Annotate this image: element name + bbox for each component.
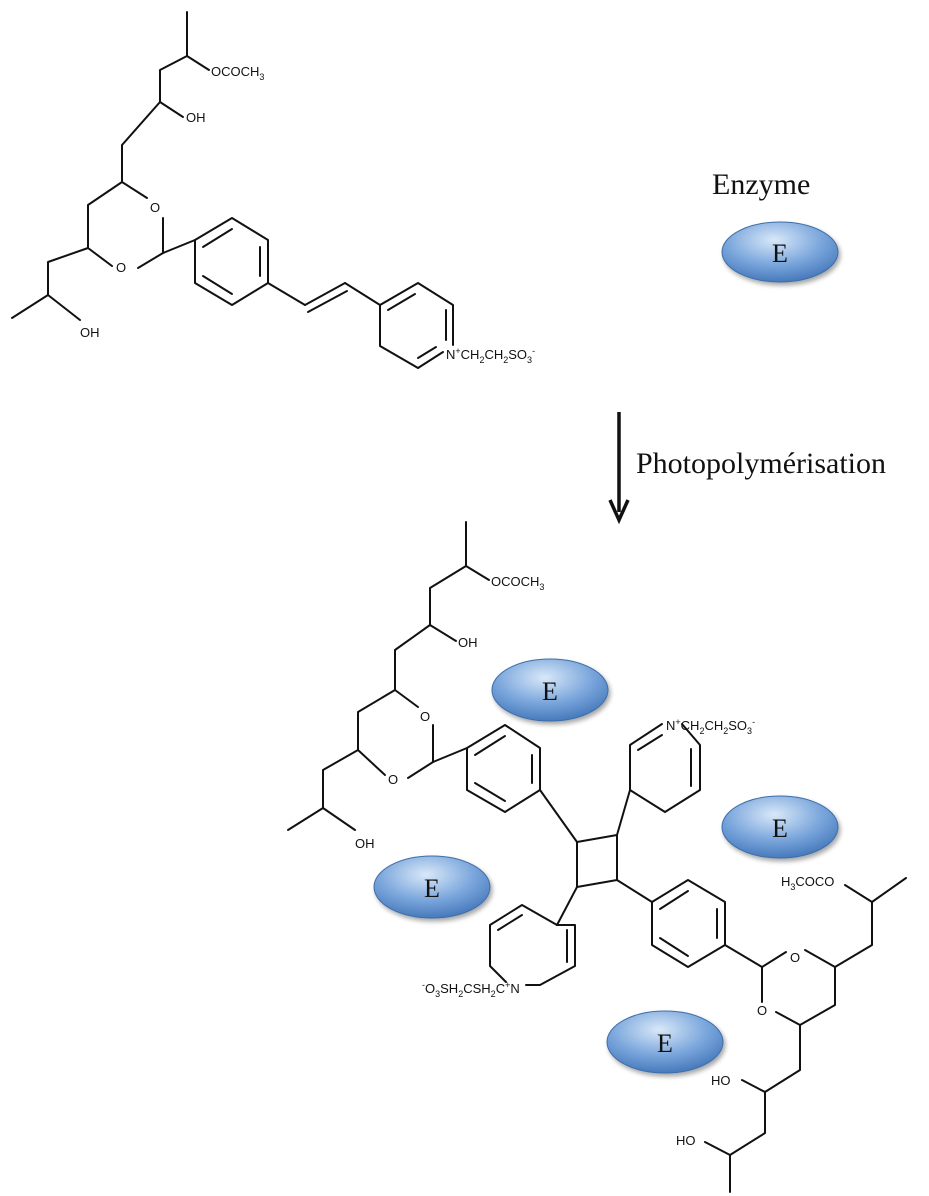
hydroxyl-label: OH (355, 836, 375, 851)
polymer-atom-labels: OCOCH3 OH O O OH N+CH2CH2SO3- -O3SH2CSH2… (355, 574, 834, 1148)
hydroxyl-label: OH (186, 110, 206, 125)
entrapped-enzyme: E (373, 855, 491, 919)
ring-oxygen-label: O (150, 200, 160, 215)
monomer-atom-labels: OCOCH3 OH O O OH N+CH2CH2SO3- (80, 64, 535, 365)
hydroxyl-label: HO (676, 1133, 696, 1148)
enzyme-legend: Enzyme E (712, 168, 839, 283)
enzyme-title: Enzyme (712, 168, 810, 201)
polymer-structure: OCOCH3 OH O O OH N+CH2CH2SO3- -O3SH2CSH2… (287, 521, 907, 1193)
ring-oxygen-label: O (116, 260, 126, 275)
svg-text:E: E (657, 1029, 673, 1058)
acetate-group-label: OCOCH3 (491, 574, 544, 592)
ring-oxygen-label: O (388, 772, 398, 787)
ring-oxygen-label: O (757, 1003, 767, 1018)
acetate-group-label: OCOCH3 (211, 64, 264, 82)
reaction-arrow: Photopolymérisation (608, 412, 886, 525)
acetate-group-label: H3COCO (781, 874, 834, 892)
monomer-structure: OCOCH3 OH O O OH N+CH2CH2SO3- (11, 11, 535, 369)
pyridinium-substituent-label: N+CH2CH2SO3- (666, 717, 755, 736)
svg-text:E: E (772, 814, 788, 843)
entrapped-enzyme: E (491, 658, 609, 722)
svg-text:E: E (542, 677, 558, 706)
entrapped-enzyme: E (721, 795, 839, 859)
enzyme-ellipse (721, 221, 839, 283)
pyridinium-substituent-label: -O3SH2CSH2C+N (422, 980, 520, 999)
monomer-bonds (11, 11, 454, 369)
entrapped-enzyme: E (606, 1010, 724, 1074)
reaction-label: Photopolymérisation (636, 447, 886, 480)
pyridinium-substituent-label: N+CH2CH2SO3- (446, 346, 535, 365)
polymer-bonds (287, 521, 907, 1193)
hydroxyl-label: OH (80, 325, 100, 340)
hydroxyl-label: HO (711, 1073, 731, 1088)
svg-text:E: E (424, 874, 440, 903)
ring-oxygen-label: O (790, 950, 800, 965)
ring-oxygen-label: O (420, 709, 430, 724)
hydroxyl-label: OH (458, 635, 478, 650)
enzyme-symbol: E (772, 239, 788, 268)
